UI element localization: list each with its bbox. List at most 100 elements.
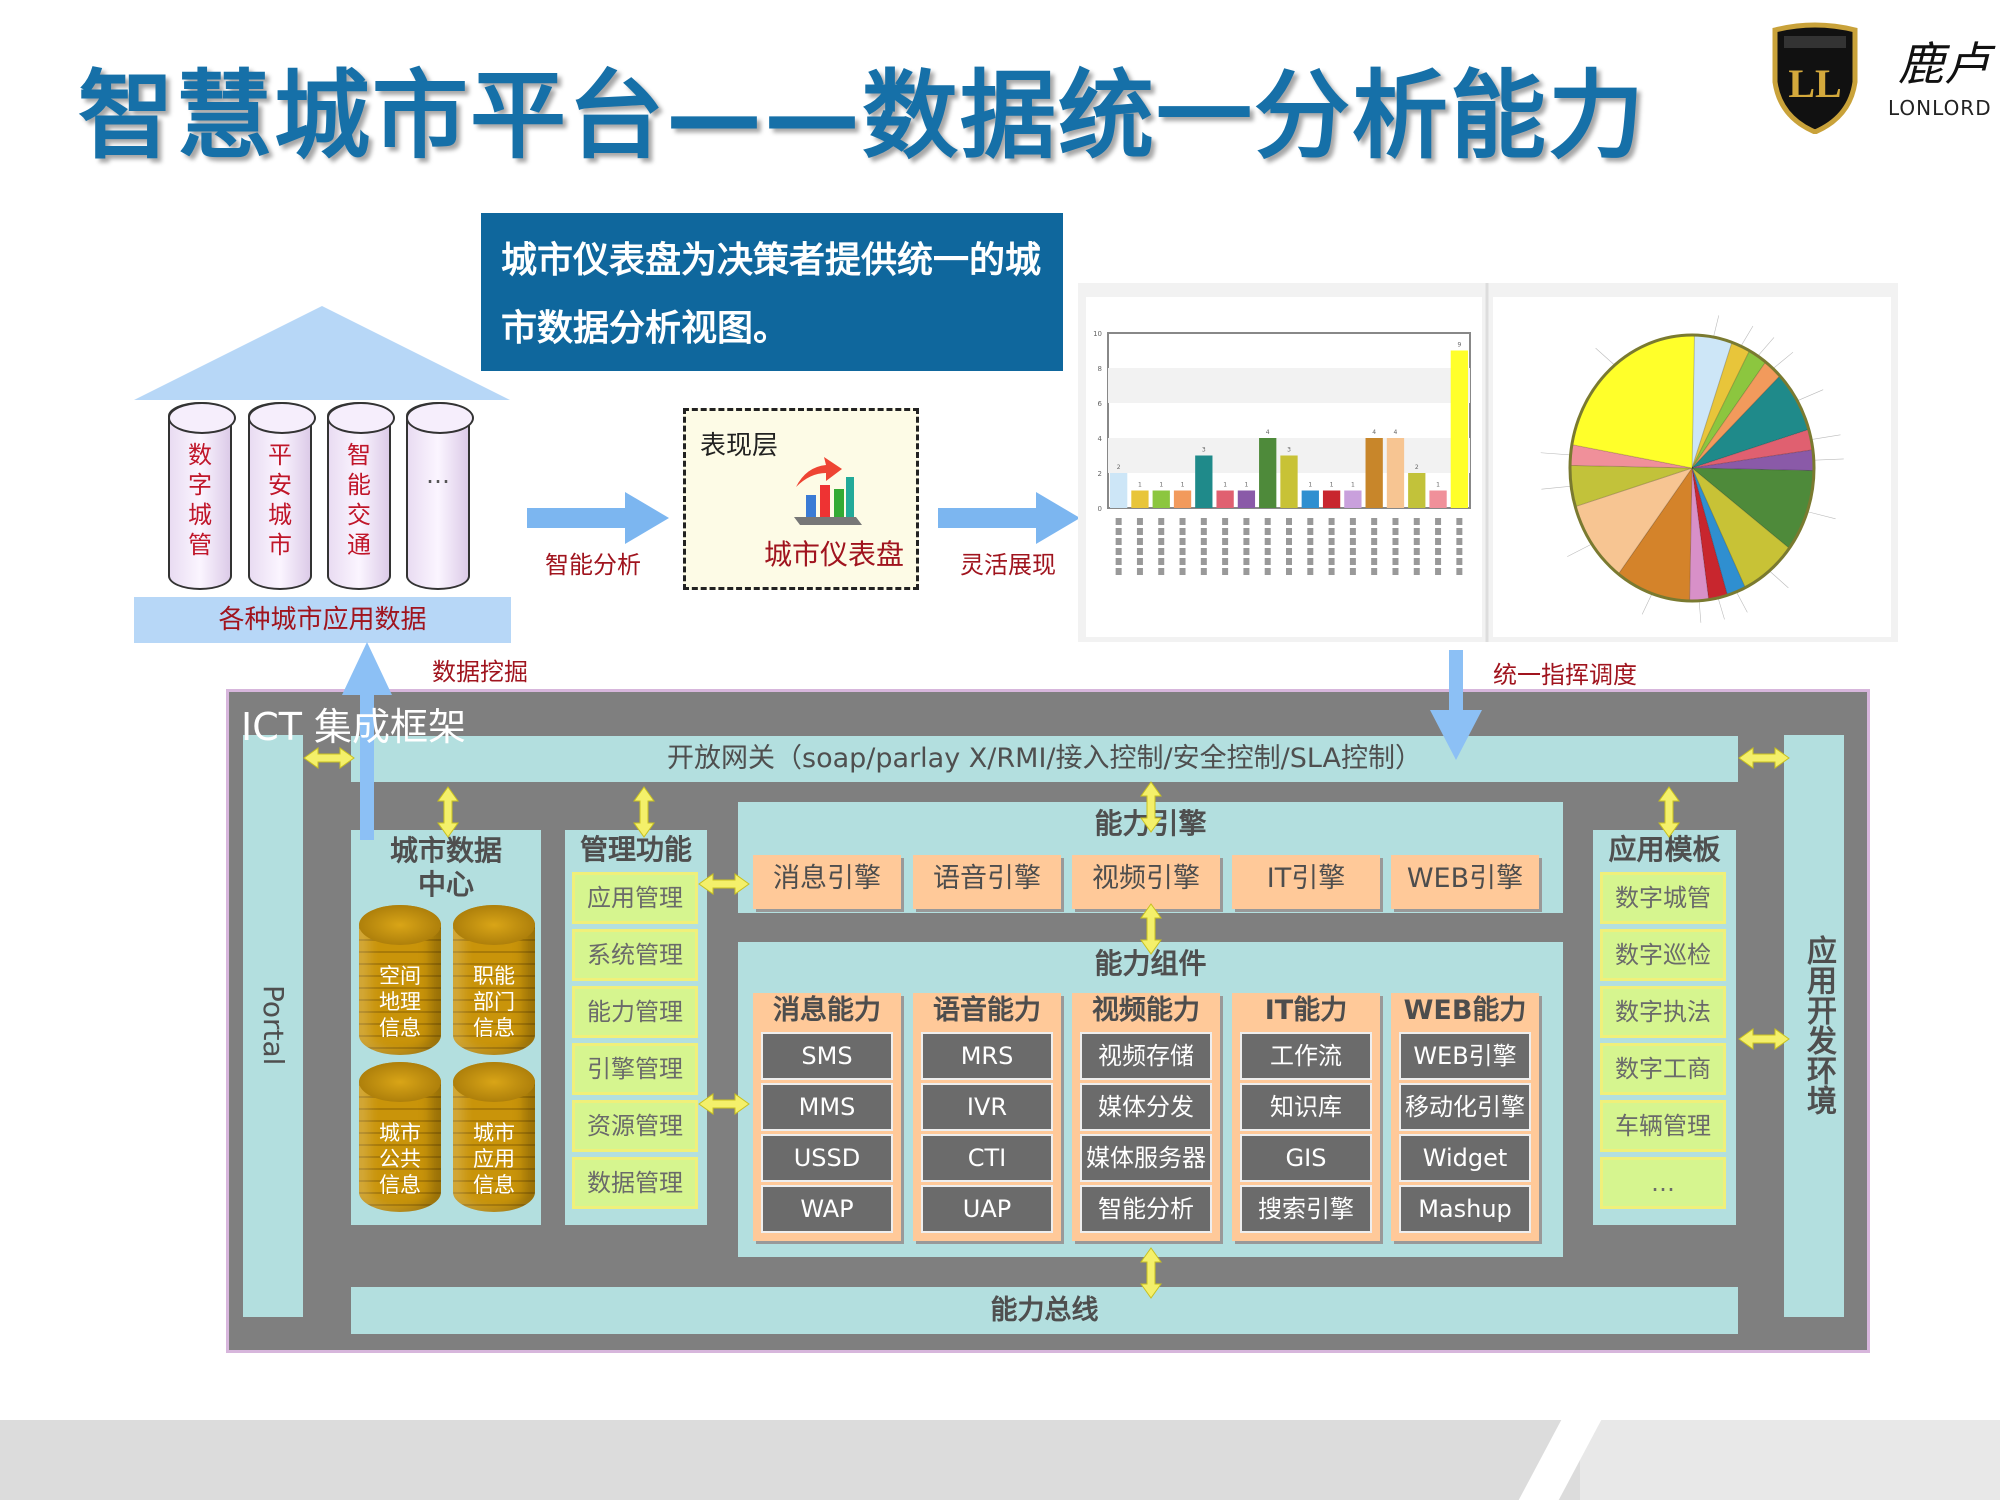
x-tick-label-glyph: [1222, 528, 1229, 535]
management-item[interactable]: 系统管理: [572, 929, 698, 981]
x-tick-label-glyph: [1413, 568, 1420, 575]
capability-item[interactable]: 媒体分发: [1080, 1083, 1212, 1131]
x-tick-label-glyph: [1349, 518, 1356, 525]
capability-item[interactable]: 视频存储: [1080, 1032, 1212, 1080]
bar-value-label: 3: [1287, 447, 1291, 454]
management-item[interactable]: 引擎管理: [572, 1043, 698, 1095]
bar: [1110, 473, 1128, 508]
x-tick-label-glyph: [1371, 558, 1378, 565]
capability-item[interactable]: GIS: [1240, 1134, 1372, 1182]
dashboard-label: 城市仪表盘: [764, 538, 905, 571]
dev-env-column[interactable]: 应用开发环境: [1784, 735, 1844, 1317]
pie-leader-line: [1736, 591, 1748, 613]
x-tick-label-glyph: [1179, 528, 1186, 535]
management-item[interactable]: 应用管理: [572, 872, 698, 924]
template-item[interactable]: …: [1600, 1157, 1726, 1209]
capability-item[interactable]: UAP: [921, 1185, 1053, 1233]
x-tick-label-glyph: [1456, 538, 1463, 545]
engine-item[interactable]: 语音引擎: [913, 855, 1061, 909]
bar: [1322, 490, 1341, 508]
x-tick-label-glyph: [1371, 528, 1378, 535]
management-title: 管理功能: [579, 833, 692, 866]
x-tick-label-glyph: [1349, 558, 1356, 565]
x-tick-label-glyph: [1222, 518, 1229, 525]
template-item[interactable]: 数字工商: [1600, 1043, 1726, 1095]
capability-item[interactable]: IVR: [921, 1083, 1053, 1131]
db-label: 空间地理信息: [379, 964, 421, 1040]
data-source-cylinder: …: [406, 402, 474, 590]
x-tick-label-glyph: [1115, 558, 1122, 565]
command-label: 统一指挥调度: [1493, 661, 1637, 689]
engine-item[interactable]: 视频引擎: [1072, 855, 1220, 909]
management-item[interactable]: 能力管理: [572, 986, 698, 1038]
pie-leader-line: [1567, 543, 1593, 557]
capability-item[interactable]: USSD: [761, 1134, 893, 1182]
mining-label: 数据挖掘: [432, 658, 528, 686]
bar-value-label: 1: [1330, 482, 1334, 489]
capability-item[interactable]: MRS: [921, 1032, 1053, 1080]
x-tick-label-glyph: [1371, 538, 1378, 545]
x-tick-label-glyph: [1307, 558, 1314, 565]
engine-item[interactable]: WEB引擎: [1391, 855, 1539, 909]
capability-item[interactable]: 工作流: [1240, 1032, 1372, 1080]
capability-item[interactable]: CTI: [921, 1134, 1053, 1182]
portal-column[interactable]: Portal: [243, 735, 303, 1317]
capability-item[interactable]: 智能分析: [1080, 1185, 1212, 1233]
x-tick-label-glyph: [1136, 538, 1143, 545]
db-label: 职能部门信息: [473, 964, 515, 1040]
pie-leader-line: [1797, 389, 1824, 402]
bar-value-label: 1: [1436, 482, 1440, 489]
template-item[interactable]: 数字巡检: [1600, 929, 1726, 981]
templates-panel: 应用模板 数字城管 数字巡检 数字执法 数字工商 车辆管理 …: [1593, 830, 1736, 1225]
template-item[interactable]: 数字执法: [1600, 986, 1726, 1038]
x-tick-label-glyph: [1158, 548, 1165, 555]
capability-item[interactable]: SMS: [761, 1032, 893, 1080]
bar-value-label: 1: [1223, 482, 1227, 489]
capability-column-title: IT能力: [1264, 995, 1348, 1026]
x-tick-label-glyph: [1158, 558, 1165, 565]
bar-value-label: 1: [1351, 482, 1355, 489]
engine-item[interactable]: IT引擎: [1232, 855, 1380, 909]
arrow-down-icon: [1430, 650, 1482, 760]
pie-leader-line: [1769, 570, 1789, 589]
templates-title: 应用模板: [1608, 833, 1721, 866]
template-item[interactable]: 数字城管: [1600, 872, 1726, 924]
x-tick-label-glyph: [1349, 528, 1356, 535]
capability-item[interactable]: WAP: [761, 1185, 893, 1233]
x-tick-label-glyph: [1200, 538, 1207, 545]
x-tick-label-glyph: [1200, 548, 1207, 555]
bar-value-label: 4: [1266, 429, 1270, 436]
x-tick-label-glyph: [1413, 518, 1420, 525]
x-tick-label-glyph: [1392, 528, 1399, 535]
management-item[interactable]: 资源管理: [572, 1100, 698, 1152]
database-stack-icon: 城市应用信息: [453, 1062, 535, 1212]
capability-item[interactable]: 知识库: [1240, 1083, 1372, 1131]
pie-rim: [1568, 333, 1816, 603]
engine-item[interactable]: 消息引擎: [753, 855, 901, 909]
x-tick-label-glyph: [1413, 558, 1420, 565]
x-tick-label-glyph: [1286, 528, 1292, 535]
bar-value-label: 1: [1138, 482, 1142, 489]
capability-item[interactable]: 移动化引擎: [1399, 1083, 1531, 1131]
x-tick-label-glyph: [1179, 548, 1186, 555]
management-item[interactable]: 数据管理: [572, 1157, 698, 1209]
capability-item[interactable]: Widget: [1399, 1134, 1531, 1182]
capability-item[interactable]: Mashup: [1399, 1185, 1531, 1233]
bar: [1152, 490, 1170, 508]
capability-item[interactable]: 媒体服务器: [1080, 1134, 1212, 1182]
display-label: 灵活展现: [960, 551, 1056, 579]
capability-column: 视频能力视频存储媒体分发媒体服务器智能分析: [1072, 993, 1220, 1241]
x-tick-label-glyph: [1286, 538, 1292, 545]
capability-item[interactable]: MMS: [761, 1083, 893, 1131]
capability-item[interactable]: 搜索引擎: [1240, 1185, 1372, 1233]
x-tick-label-glyph: [1328, 528, 1335, 535]
template-item[interactable]: 车辆管理: [1600, 1100, 1726, 1152]
capability-item[interactable]: WEB引擎: [1399, 1032, 1531, 1080]
capability-bus-bar[interactable]: 能力总线: [351, 1287, 1738, 1334]
arrow-head-icon: [1036, 492, 1080, 544]
double-arrow-icon: [698, 1093, 750, 1115]
open-gateway-bar[interactable]: 开放网关（soap/parlay X/RMI/接入控制/安全控制/SLA控制）: [351, 736, 1738, 782]
